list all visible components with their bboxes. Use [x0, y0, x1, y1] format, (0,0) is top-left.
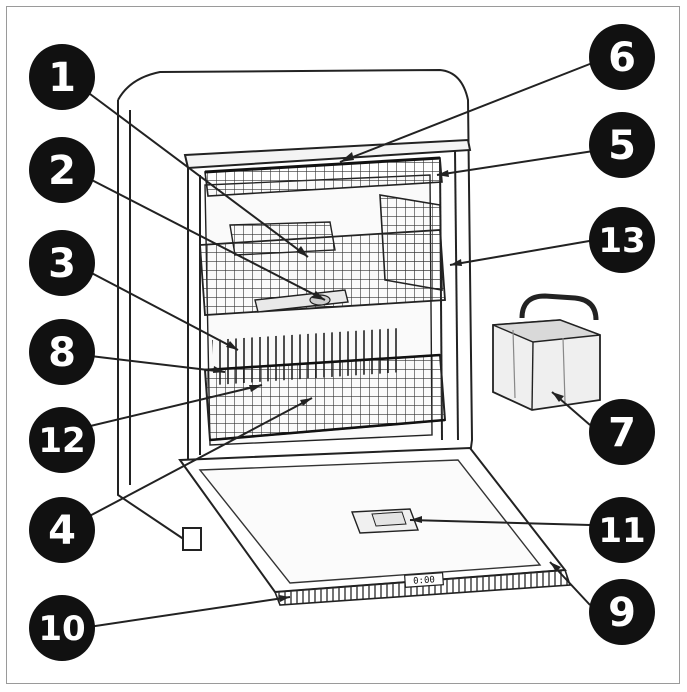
callout-circle	[29, 319, 95, 385]
leader-line-10	[81, 596, 291, 629]
callout-number: 1	[48, 55, 76, 101]
callout-circle	[589, 399, 655, 465]
callout-number: 5	[608, 123, 636, 169]
leader-line-1	[81, 87, 309, 258]
figure-border	[6, 6, 680, 684]
callout-number: 3	[48, 241, 76, 287]
leader-line-8	[81, 354, 226, 373]
callout-number: 2	[48, 148, 76, 194]
callout-number: 13	[598, 221, 645, 261]
callout-number: 8	[48, 330, 76, 376]
callout-circle	[589, 579, 655, 645]
callout-circle	[29, 137, 95, 203]
cutlery-tray	[204, 156, 443, 197]
callout-number: 12	[38, 421, 85, 461]
callout-circle	[589, 24, 655, 90]
lower-basket	[203, 328, 447, 442]
callout-1: 1	[29, 44, 95, 110]
callout-circle	[29, 497, 95, 563]
callout-13: 13	[589, 207, 655, 273]
callout-3: 3	[29, 230, 95, 296]
callout-5: 5	[589, 112, 655, 178]
callout-number: 11	[598, 511, 645, 551]
open-door: 0:00	[178, 446, 572, 606]
leader-lines	[81, 59, 601, 629]
callout-number: 10	[38, 609, 85, 649]
callout-number: 6	[608, 35, 636, 81]
leader-line-2	[81, 174, 326, 301]
callout-9: 9	[589, 579, 655, 645]
callout-7: 7	[589, 399, 655, 465]
callout-number: 7	[608, 410, 636, 456]
callout-circle	[589, 207, 655, 273]
callout-circle	[29, 407, 95, 473]
callout-circle	[29, 230, 95, 296]
leader-line-3	[81, 267, 239, 351]
callout-circle	[589, 497, 655, 563]
callout-circle	[29, 44, 95, 110]
callout-8: 8	[29, 319, 95, 385]
leader-line-4	[81, 397, 313, 521]
callout-2: 2	[29, 137, 95, 203]
callout-12: 12	[29, 407, 95, 473]
callout-11: 11	[589, 497, 655, 563]
callout-10: 10	[29, 595, 95, 661]
callout-circle	[589, 112, 655, 178]
leader-line-5	[436, 149, 601, 176]
callout-circle	[29, 595, 95, 661]
leader-line-13	[449, 239, 596, 266]
leader-arrowheads	[213, 152, 564, 602]
leader-line-12	[81, 384, 263, 429]
callout-4: 4	[29, 497, 95, 563]
callout-number: 9	[608, 590, 636, 636]
callout-number: 4	[48, 508, 76, 554]
leader-line-11	[409, 519, 591, 526]
leader-line-6	[339, 59, 601, 163]
cutlery-basket	[492, 293, 601, 411]
control-panel-display: 0:00	[413, 575, 435, 586]
callout-6: 6	[589, 24, 655, 90]
